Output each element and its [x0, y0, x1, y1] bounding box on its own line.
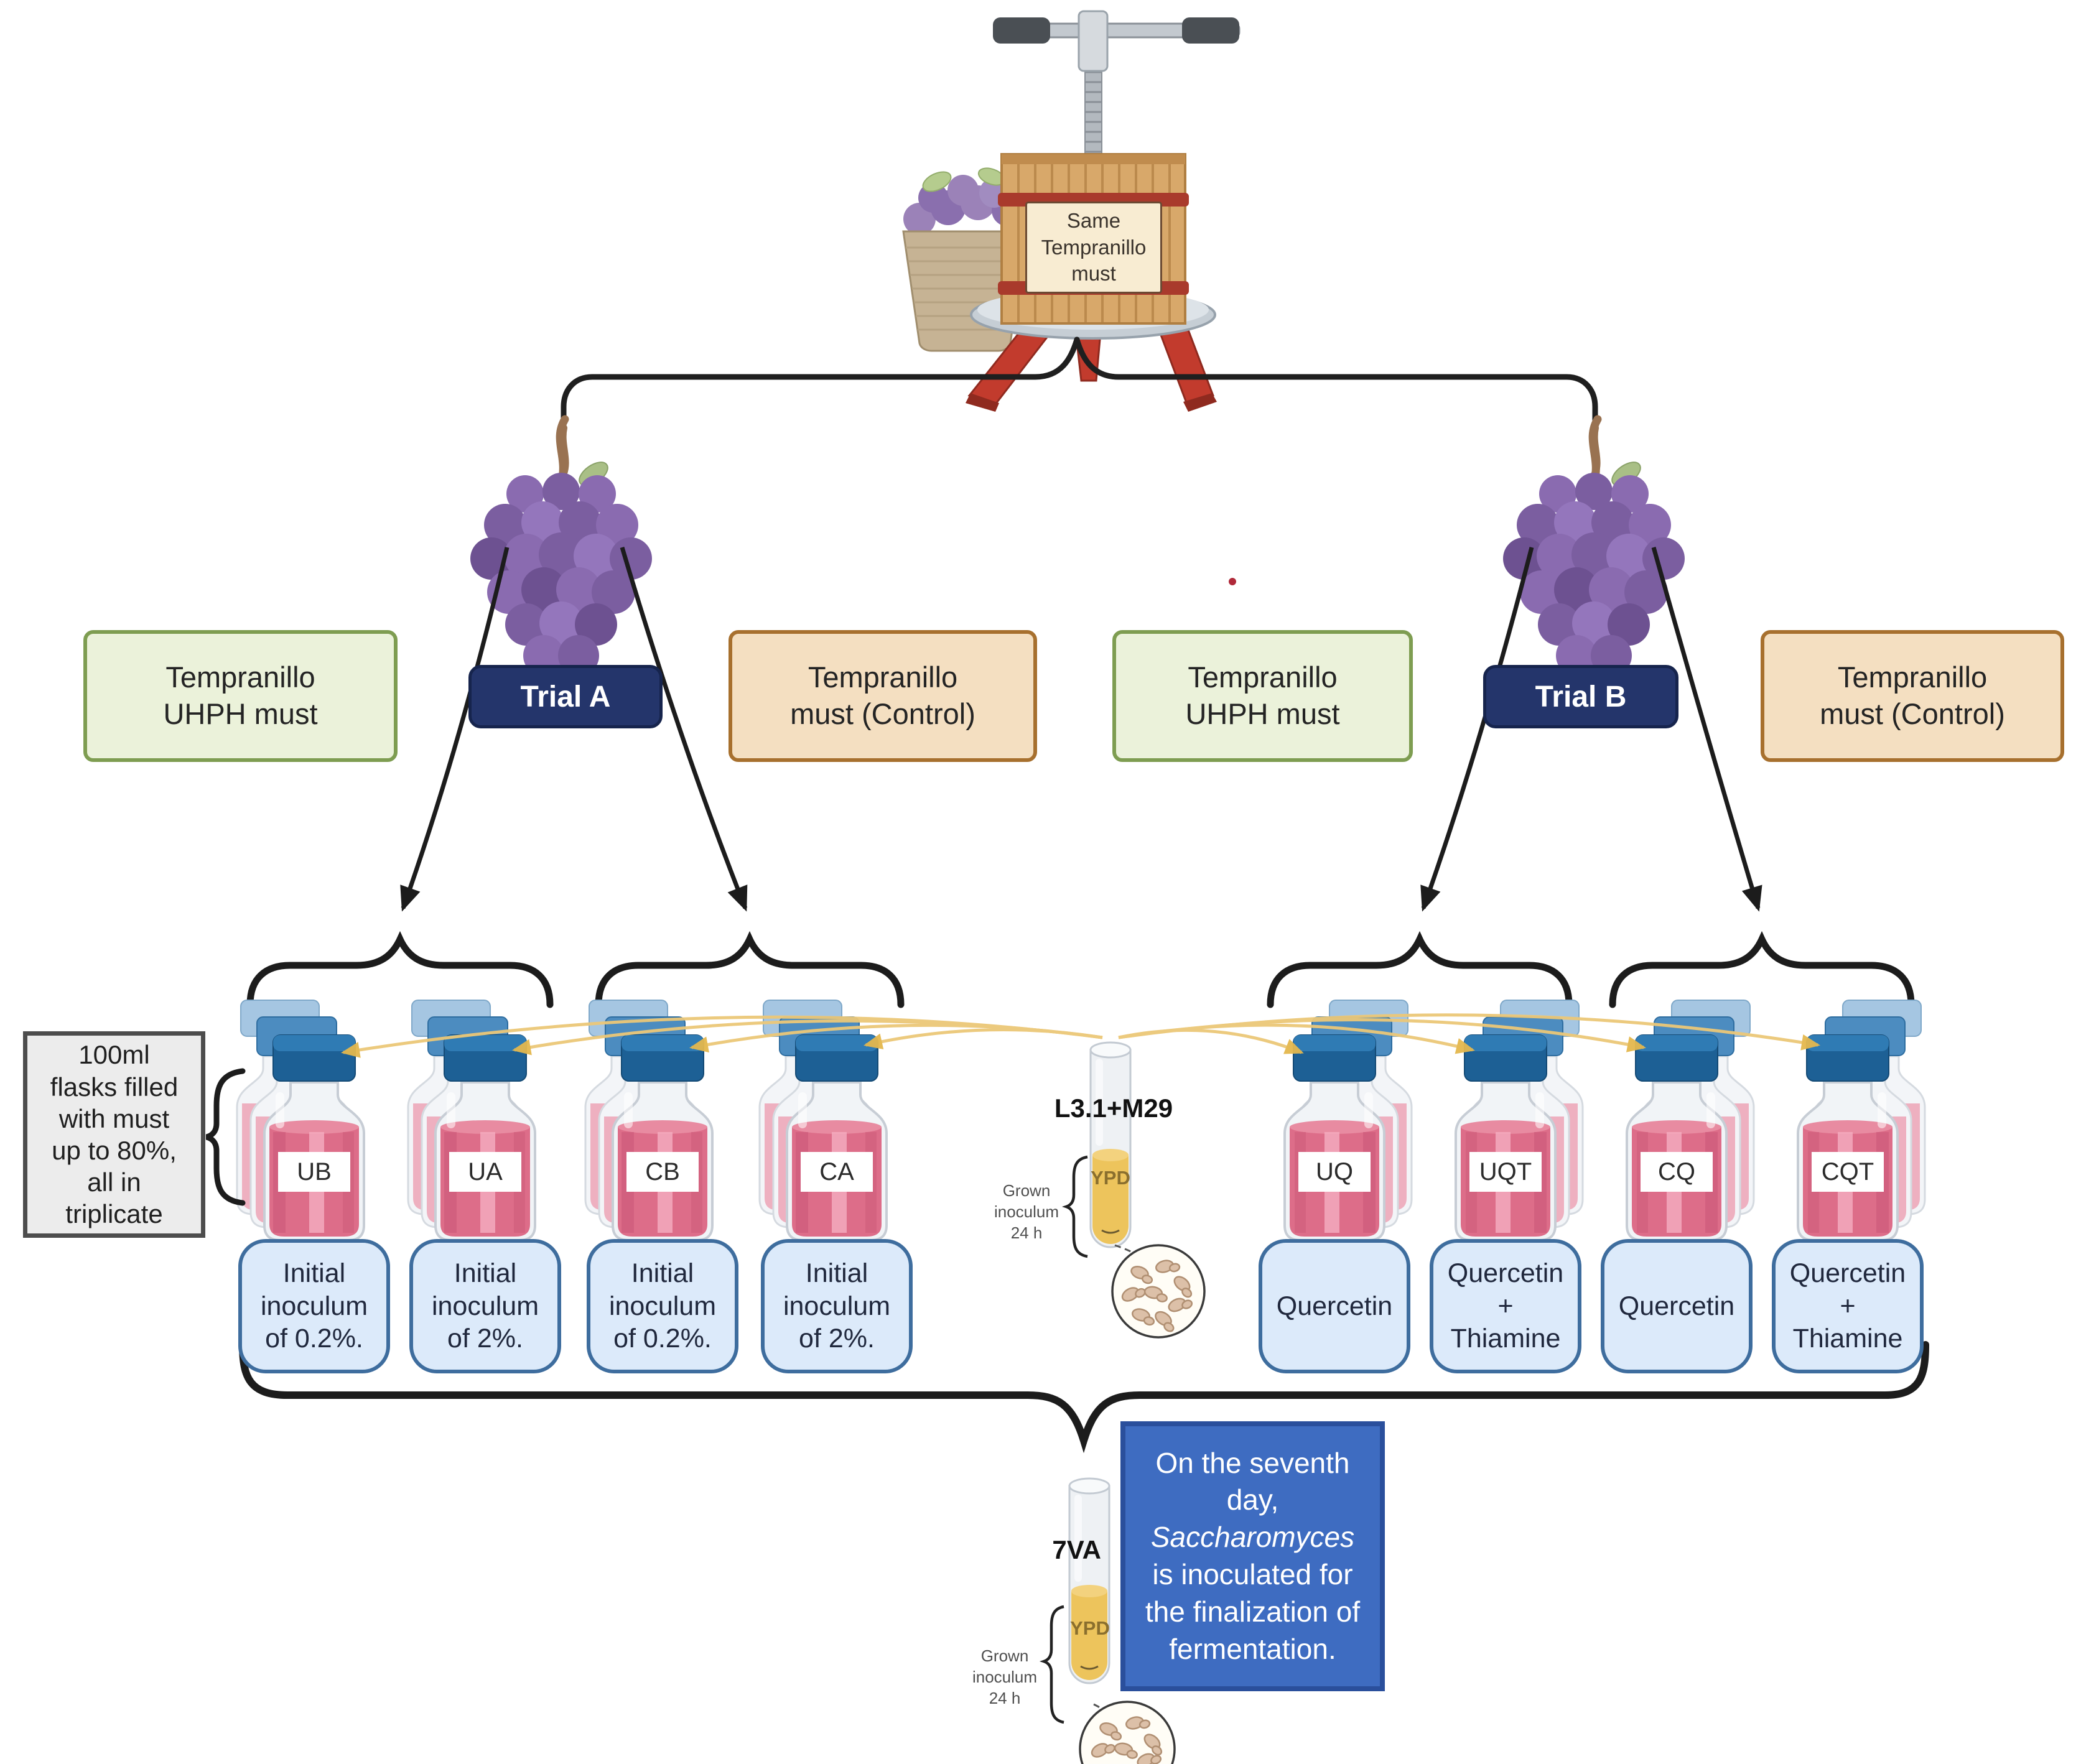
triplicate-brace	[205, 1068, 246, 1206]
treatment-bubble-CA: Initial inoculum of 2%.	[761, 1239, 913, 1373]
red-dot-artifact	[1229, 578, 1236, 585]
inoculation-lines	[341, 1013, 1820, 1058]
press-screw-handle	[993, 10, 1241, 162]
press-label: Same Tempranillo must	[1025, 202, 1162, 294]
trial-a-badge: Trial A	[468, 665, 663, 728]
flask-note-box: 100ml flasks filled with must up to 80%,…	[23, 1031, 205, 1238]
ypd-medium-label: YPD	[1091, 1167, 1130, 1189]
arrow-control-left	[620, 547, 748, 912]
arrow-uhph-left	[400, 547, 510, 912]
treatment-bubble-UQ: Quercetin	[1259, 1239, 1410, 1373]
control-must-box-right: Tempranillo must (Control)	[1761, 630, 2064, 762]
flask-CA	[760, 1000, 887, 1240]
flask-label-CA: CA	[801, 1152, 873, 1192]
flask-label-UA: UA	[449, 1152, 521, 1192]
final-fermentation-note: On the seventh day, Saccharomyces is ino…	[1120, 1421, 1385, 1691]
grown-inoculum-bracket	[1039, 1605, 1064, 1724]
flask-UQ	[1285, 1000, 1412, 1240]
flask-label-UB: UB	[278, 1152, 350, 1192]
treatment-bubble-CQ: Quercetin	[1601, 1239, 1753, 1373]
tube-name-l31-m29: L3.1+M29	[1054, 1093, 1173, 1123]
flask-label-CQT: CQT	[1812, 1152, 1884, 1192]
arrow-control-right	[1651, 547, 1762, 912]
uhph-must-box-left: Tempranillo UHPH must	[83, 630, 398, 762]
flask-label-UQT: UQT	[1469, 1152, 1542, 1192]
treatment-bubble-UA: Initial inoculum of 2%.	[409, 1239, 561, 1373]
treatment-bubble-CB: Initial inoculum of 0.2%.	[587, 1239, 738, 1373]
arrow-uhph-right	[1420, 547, 1534, 912]
grape-stems	[559, 424, 1601, 480]
flask-UQT	[1456, 1000, 1583, 1240]
flask-UB	[237, 1000, 364, 1240]
tube-7va-group	[1039, 1477, 1176, 1764]
final-note-line2: is inoculated for the finalization of fe…	[1145, 1558, 1361, 1665]
uhph-must-box-right: Tempranillo UHPH must	[1112, 630, 1413, 762]
test-tube	[1089, 1041, 1132, 1248]
all-flasks-underbrace	[239, 1341, 1929, 1454]
split-bracket	[561, 337, 1598, 431]
flask-label-CB: CB	[626, 1152, 699, 1192]
control-must-box-left: Tempranillo must (Control)	[729, 630, 1037, 762]
flask-CQ	[1627, 1000, 1754, 1240]
grown-inoculum-bracket	[1061, 1155, 1088, 1258]
press-legs	[966, 322, 1217, 412]
trial-b-badge: Trial B	[1483, 665, 1678, 728]
grown-inoculum-note: Grown inoculum 24 h	[994, 1181, 1059, 1242]
treatment-bubble-UB: Initial inoculum of 0.2%.	[238, 1239, 390, 1373]
final-note-line1: On the seventh day,	[1155, 1446, 1350, 1516]
tube-name-7va: 7VA	[1052, 1535, 1101, 1564]
test-tube	[1068, 1477, 1110, 1684]
yeast-magnified-circle	[1079, 1701, 1176, 1764]
tube-l31-m29-group	[1061, 1041, 1206, 1339]
treatment-bubble-CQT: Quercetin + Thiamine	[1772, 1239, 1924, 1373]
yeast-magnified-circle	[1111, 1244, 1206, 1339]
grown-inoculum-note: Grown inoculum 24 h	[972, 1646, 1038, 1707]
ypd-medium-label: YPD	[1070, 1617, 1110, 1639]
flask-pair-braces	[246, 931, 1915, 1008]
treatment-bubble-UQT: Quercetin + Thiamine	[1430, 1239, 1581, 1373]
must-split-arrows	[400, 547, 1762, 912]
flask-label-UQ: UQ	[1298, 1152, 1371, 1192]
flask-CQT	[1798, 1000, 1925, 1240]
flask-label-CQ: CQ	[1641, 1152, 1713, 1192]
final-note-species: Saccharomyces	[1150, 1521, 1355, 1554]
